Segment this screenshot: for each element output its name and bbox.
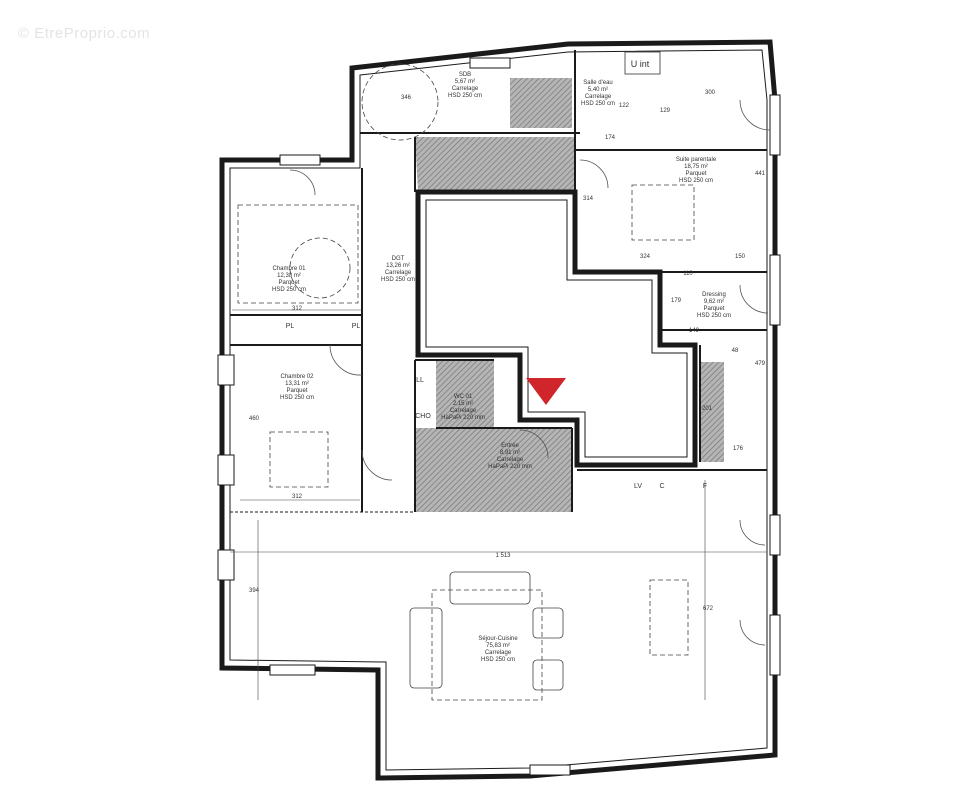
pl-label: PL — [286, 323, 295, 330]
svg-text:HSD 250 cm: HSD 250 cm — [581, 101, 615, 107]
pl-label: PL — [352, 323, 361, 330]
svg-text:5,67 m²: 5,67 m² — [455, 79, 475, 85]
svg-text:13,31 m²: 13,31 m² — [285, 381, 309, 387]
svg-text:HSD 250 cm: HSD 250 cm — [381, 277, 415, 283]
svg-text:129: 129 — [660, 108, 671, 114]
svg-text:441: 441 — [755, 171, 766, 177]
svg-text:179: 179 — [671, 298, 682, 304]
watermark: © EtreProprio.com — [18, 25, 151, 42]
furniture — [237, 63, 695, 701]
svg-text:Suite parentale: Suite parentale — [676, 157, 717, 163]
windows — [217, 57, 781, 776]
svg-text:312: 312 — [292, 306, 303, 312]
svg-text:HaPaPi 220 mm: HaPaPi 220 mm — [441, 415, 485, 421]
svg-text:Parquet: Parquet — [685, 171, 706, 177]
svg-text:300: 300 — [705, 90, 716, 96]
svg-text:18,75 m²: 18,75 m² — [684, 164, 708, 170]
svg-text:Entrée: Entrée — [501, 443, 519, 449]
svg-text:174: 174 — [605, 135, 616, 141]
svg-text:Carrelage: Carrelage — [497, 457, 524, 463]
svg-text:122: 122 — [619, 103, 630, 109]
fixture-labels: U int PL PL LL CHO LV C F — [286, 51, 707, 490]
svg-text:201: 201 — [702, 406, 713, 412]
doors — [289, 99, 771, 646]
hatched-areas — [415, 78, 724, 512]
sofa-set — [409, 571, 564, 691]
outer-wall — [219, 39, 778, 781]
svg-text:Séjour-Cuisine: Séjour-Cuisine — [478, 636, 518, 642]
cho-label: CHO — [415, 413, 431, 420]
courtyard-wall — [415, 189, 698, 468]
svg-text:WC 01: WC 01 — [454, 394, 473, 400]
lv-label: LV — [634, 483, 642, 490]
svg-text:110: 110 — [683, 271, 693, 277]
svg-text:Parquet: Parquet — [286, 388, 307, 394]
svg-text:HSD 250 cm: HSD 250 cm — [272, 287, 306, 293]
svg-text:5,40 m²: 5,40 m² — [588, 87, 608, 93]
svg-text:394: 394 — [249, 588, 260, 594]
svg-text:8,91 m²: 8,91 m² — [500, 450, 520, 456]
svg-text:Carrelage: Carrelage — [452, 86, 479, 92]
svg-text:324: 324 — [640, 254, 651, 260]
u-int-label: U int — [631, 59, 650, 69]
svg-text:312: 312 — [292, 494, 303, 500]
svg-text:Salle d'eau: Salle d'eau — [583, 80, 613, 86]
ll-label: LL — [416, 377, 424, 384]
svg-text:672: 672 — [703, 606, 714, 612]
svg-text:Dressing: Dressing — [702, 292, 726, 298]
svg-text:1 513: 1 513 — [495, 553, 511, 559]
svg-text:Chambre 01: Chambre 01 — [272, 266, 306, 272]
svg-text:9,62 m²: 9,62 m² — [704, 299, 724, 305]
svg-text:Parquet: Parquet — [703, 306, 724, 312]
svg-text:149: 149 — [689, 328, 700, 334]
f-label: F — [703, 483, 707, 490]
dimension-lines — [230, 309, 767, 700]
entry-marker-icon — [526, 378, 566, 405]
svg-text:Chambre 02: Chambre 02 — [280, 374, 314, 380]
svg-text:DGT: DGT — [392, 256, 405, 262]
svg-text:HSD 250 cm: HSD 250 cm — [448, 93, 482, 99]
svg-text:Carrelage: Carrelage — [485, 650, 512, 656]
svg-text:48: 48 — [732, 348, 739, 354]
svg-text:Carrelage: Carrelage — [585, 94, 612, 100]
svg-text:Carrelage: Carrelage — [385, 270, 412, 276]
svg-text:2,15 m²: 2,15 m² — [453, 401, 473, 407]
svg-text:HSD 250 cm: HSD 250 cm — [679, 178, 713, 184]
dimension-labels: 300 441 314 324 150 110 179 149 48 479 1… — [249, 90, 766, 612]
svg-text:460: 460 — [249, 416, 260, 422]
svg-text:HSD 250 cm: HSD 250 cm — [697, 313, 731, 319]
svg-text:176: 176 — [733, 446, 744, 452]
svg-text:12,38 m²: 12,38 m² — [277, 273, 301, 279]
svg-text:Parquet: Parquet — [278, 280, 299, 286]
svg-text:HSD 250 cm: HSD 250 cm — [280, 395, 314, 401]
svg-text:346: 346 — [401, 95, 412, 101]
svg-text:HaPaPi 220 mm: HaPaPi 220 mm — [488, 464, 532, 470]
svg-text:75,83 m²: 75,83 m² — [486, 643, 510, 649]
svg-text:Carrelage: Carrelage — [450, 408, 477, 414]
svg-text:HSD 250 cm: HSD 250 cm — [481, 657, 515, 663]
svg-text:SDB: SDB — [459, 72, 471, 78]
svg-text:479: 479 — [755, 361, 766, 367]
svg-text:314: 314 — [583, 196, 594, 202]
c-label: C — [659, 483, 664, 490]
svg-text:150: 150 — [735, 254, 746, 260]
svg-text:13,26 m²: 13,26 m² — [386, 263, 410, 269]
